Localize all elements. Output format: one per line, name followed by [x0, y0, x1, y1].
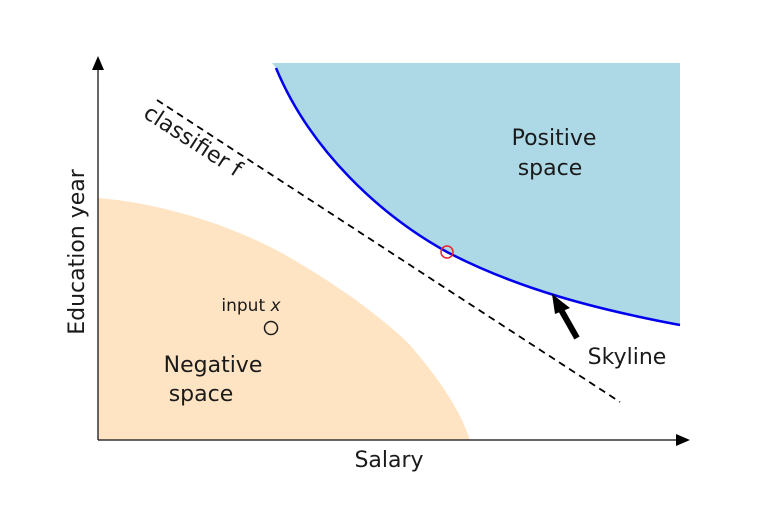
- y-axis-arrowhead-icon: [92, 56, 104, 70]
- classifier-label: classifier f: [139, 101, 248, 184]
- x-axis-arrowhead-icon: [676, 434, 690, 446]
- input-point-label-var: x: [270, 296, 282, 316]
- positive-space-label-line2: space: [518, 156, 583, 181]
- x-axis-label: Salary: [354, 448, 423, 473]
- counterfactual-point-marker: [440, 245, 454, 259]
- skyline-curve: [274, 67, 681, 327]
- y-axis-label: Education year: [65, 168, 90, 335]
- positive-space-region: [272, 63, 680, 325]
- positive-space-label-line1: Positive: [512, 126, 597, 151]
- input-point-marker: [263, 320, 279, 336]
- x-axis: [98, 434, 690, 446]
- input-point-label-text: input: [221, 296, 265, 316]
- skyline-label: Skyline: [588, 345, 667, 370]
- negative-space-label-line1: Negative: [164, 353, 263, 378]
- classifier-line: [156, 99, 621, 403]
- input-point-label: input x: [221, 296, 281, 316]
- skyline-arrow-icon: [552, 294, 580, 340]
- y-axis: [92, 56, 104, 440]
- negative-space-label-line2: space: [169, 382, 234, 407]
- negative-space-region: [98, 198, 470, 440]
